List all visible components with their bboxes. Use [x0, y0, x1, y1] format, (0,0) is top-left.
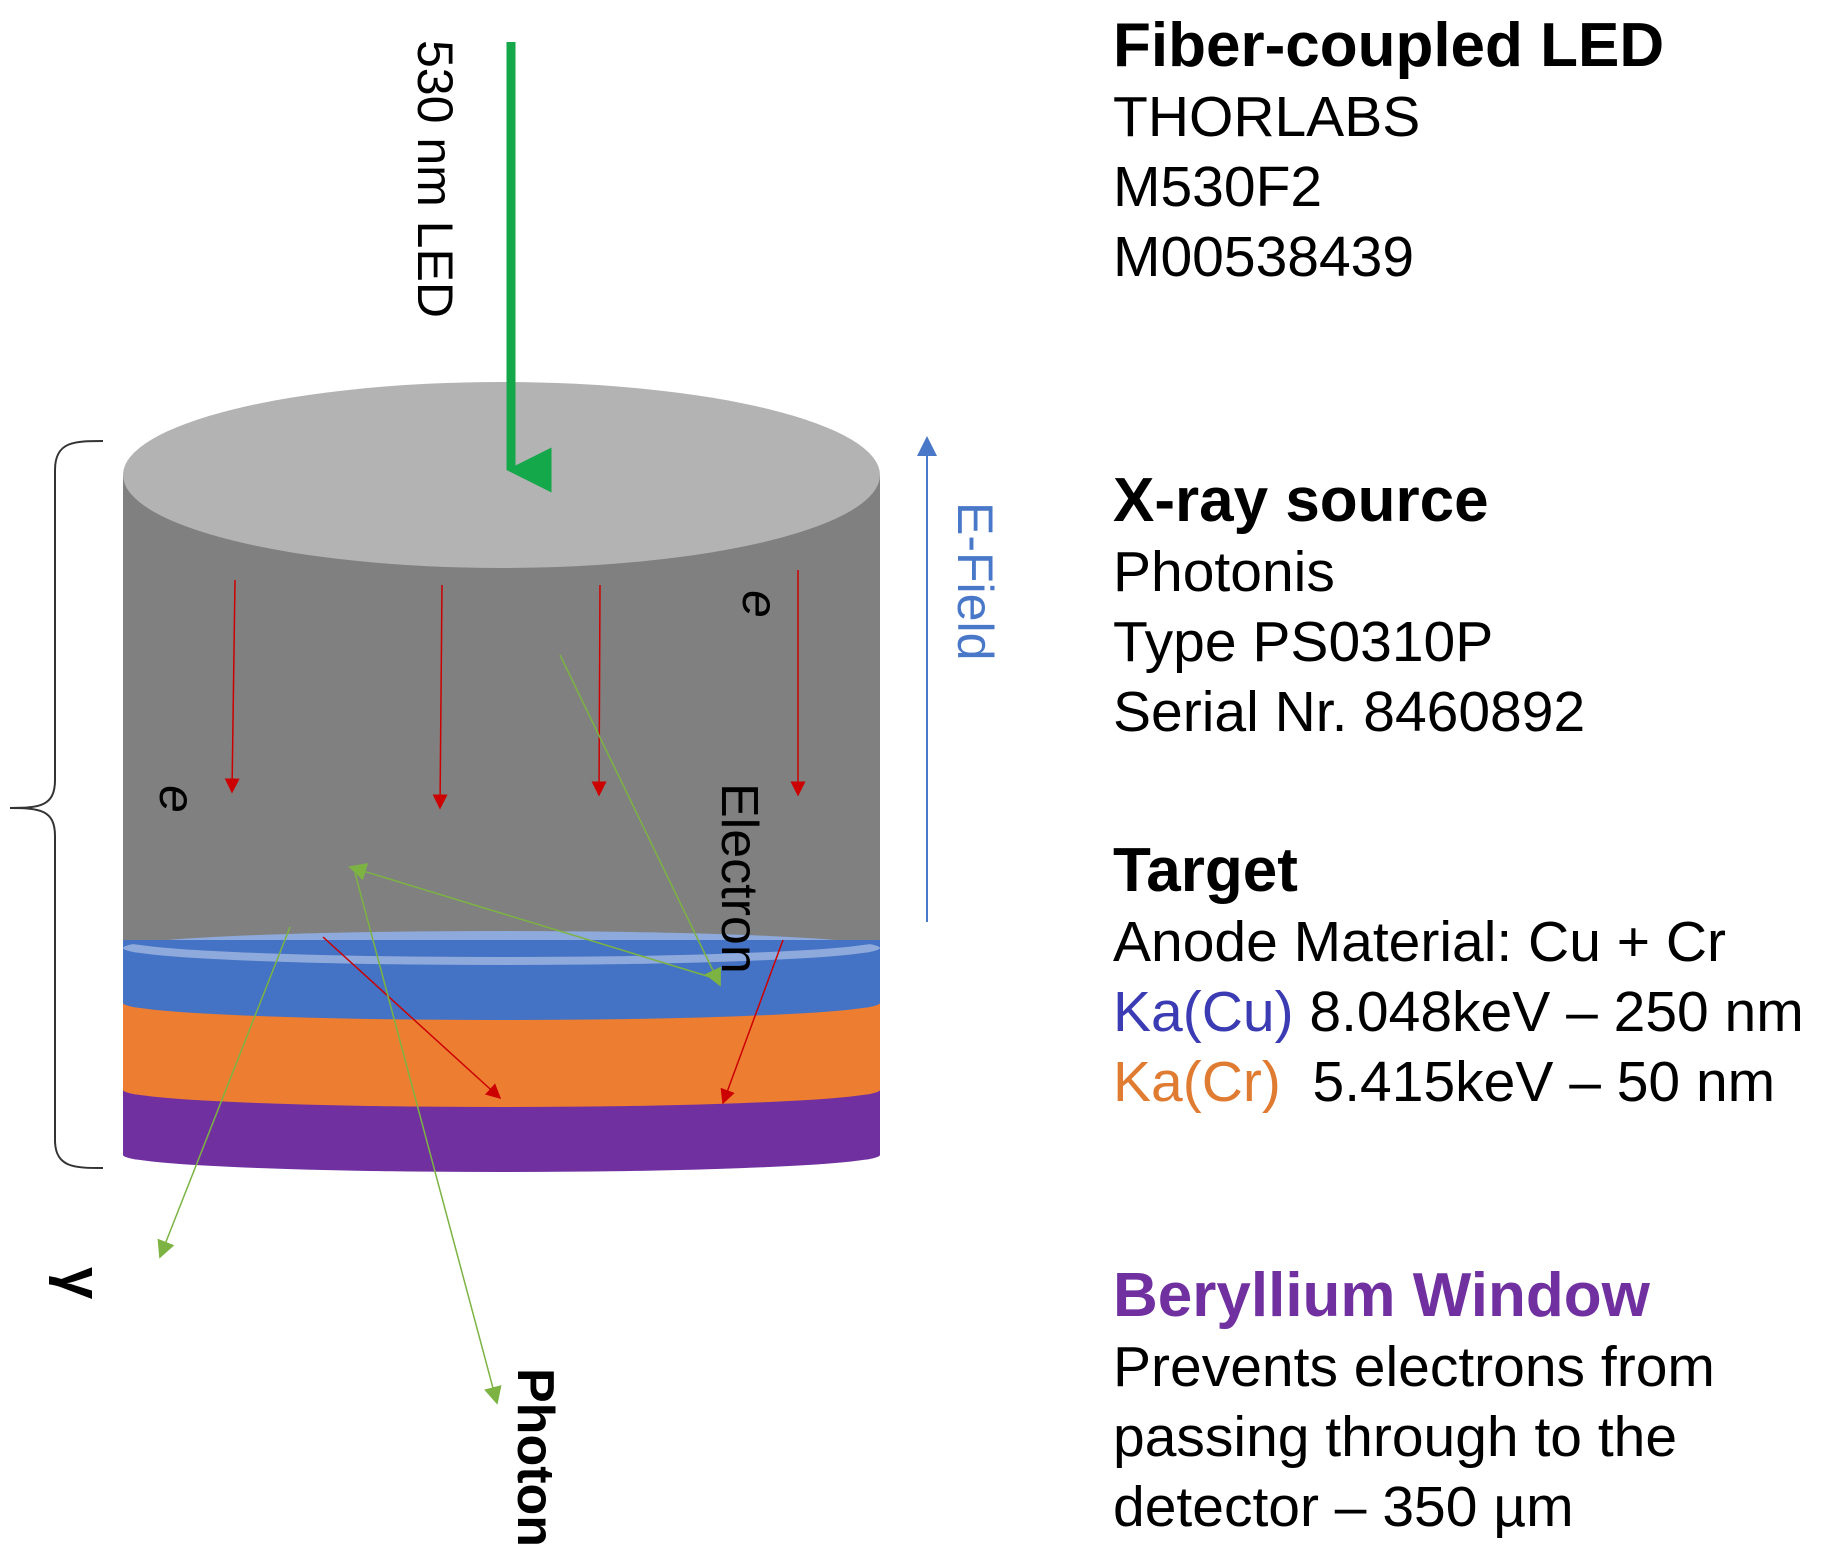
xray-info-block: X-ray source Photonis Type PS0310P Seria… — [1113, 465, 1585, 747]
photon-paths — [157, 654, 722, 1405]
photon-path — [157, 926, 291, 1259]
electron-label: Electron — [710, 783, 768, 974]
electron-path — [432, 584, 448, 810]
xray-type: Type PS0310P — [1113, 610, 1494, 674]
led-info-block: Fiber-coupled LED THORLABS M530F2 M00538… — [1113, 10, 1664, 292]
photon-path — [354, 872, 502, 1405]
tube-bracket — [9, 440, 104, 1169]
beryllium-info-block: Beryllium Window Prevents electrons from… — [1113, 1260, 1715, 1542]
xray-tube-diagram: 530 nm LED E-Field e e Electron Photon γ — [9, 40, 1003, 1547]
cr-value: 5.415keV – 50 nm — [1280, 1050, 1776, 1114]
cu-label: Ka(Cu) — [1113, 980, 1294, 1044]
electron-symbol-right: e — [732, 590, 788, 618]
xray-manufacturer: Photonis — [1113, 540, 1335, 604]
led-label: 530 nm LED — [407, 40, 463, 318]
cylinder-top — [123, 382, 880, 568]
electron-path — [591, 584, 607, 797]
xray-serial: Serial Nr. 8460892 — [1113, 680, 1586, 744]
cu-value: 8.048keV – 250 nm — [1293, 980, 1804, 1044]
led-manufacturer: THORLABS — [1113, 85, 1421, 149]
efield-label: E-Field — [947, 502, 1003, 660]
electron-symbol-left: e — [149, 785, 205, 813]
target-material: Anode Material: Cu + Cr — [1113, 910, 1727, 974]
gamma-label: γ — [48, 1267, 113, 1300]
target-cu-line: Ka(Cu) 8.048keV – 250 nm — [1113, 977, 1804, 1047]
target-title: Target — [1113, 836, 1298, 905]
photon-label: Photon — [506, 1368, 564, 1547]
led-title: Fiber-coupled LED — [1113, 11, 1665, 80]
beryllium-title: Beryllium Window — [1113, 1261, 1650, 1330]
electron-paths — [224, 570, 806, 1105]
electron-path — [224, 579, 240, 794]
photon-path — [348, 863, 721, 981]
xray-title: X-ray source — [1113, 466, 1489, 535]
cr-label: Ka(Cr) — [1113, 1050, 1281, 1114]
photon-path — [559, 654, 722, 987]
electron-path — [322, 936, 502, 1100]
target-cr-line: Ka(Cr) 5.415keV – 50 nm — [1113, 1047, 1804, 1117]
beryllium-desc-1: Prevents electrons from — [1113, 1335, 1715, 1399]
beryllium-desc-2: passing through to the — [1113, 1405, 1678, 1469]
electron-path — [720, 939, 784, 1105]
beryllium-desc-3: detector – 350 µm — [1113, 1475, 1574, 1539]
cylinder-body-front-edge — [123, 940, 880, 957]
led-model: M530F2 — [1113, 155, 1323, 219]
info-panel: Fiber-coupled LED THORLABS M530F2 M00538… — [1113, 0, 1830, 1560]
target-info-block: Target Anode Material: Cu + Cr Ka(Cu) 8.… — [1113, 835, 1804, 1117]
led-serial: M00538439 — [1113, 225, 1415, 289]
